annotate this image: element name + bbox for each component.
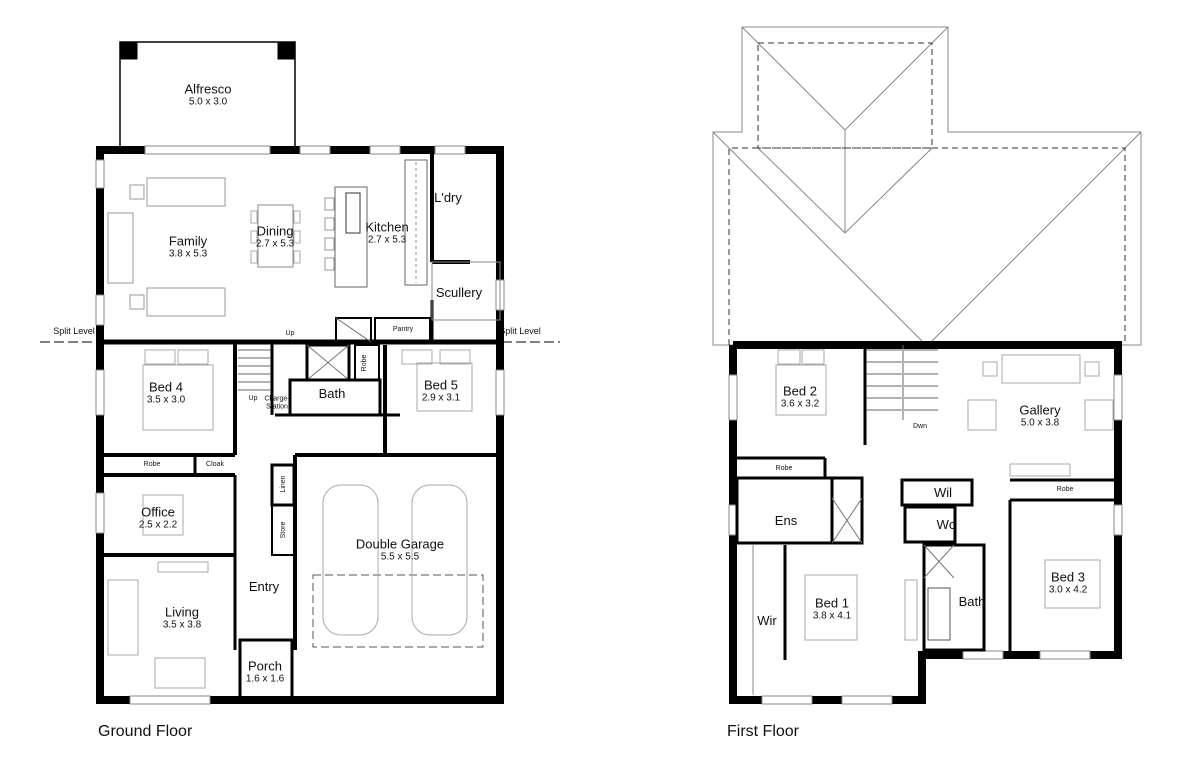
room-bed-5: Bed 5 2.9 x 3.1 <box>421 377 461 404</box>
label-store: Store <box>280 521 288 539</box>
room-wir: Wir <box>757 612 777 628</box>
room-alfresco: Alfresco 5.0 x 3.0 <box>184 81 232 108</box>
label-robe-bed2: Robe <box>775 465 793 473</box>
ground-floor-plan <box>40 41 560 705</box>
label-cloak: Cloak <box>206 461 224 469</box>
room-gallery: Gallery 5.0 x 3.8 <box>1019 402 1061 429</box>
label-stairs-up-top: Up <box>285 330 295 338</box>
label-robe-bed3: Robe <box>1056 486 1074 494</box>
room-double-garage: Double Garage 5.5 x 5.5 <box>355 536 445 563</box>
ground-floor-title: Ground Floor <box>98 723 193 740</box>
room-entry: Entry <box>248 578 280 594</box>
first-floor-plan <box>712 26 1142 705</box>
label-stairs-up: Up <box>248 395 258 403</box>
label-charge-station: Charge-Station <box>264 395 290 410</box>
room-living: Living 3.5 x 3.8 <box>162 604 202 631</box>
room-wc: Wc <box>936 516 956 532</box>
label-robe-bed4: Robe <box>143 461 161 469</box>
room-bed-4: Bed 4 3.5 x 3.0 <box>146 379 186 406</box>
room-office: Office 2.5 x 2.2 <box>138 504 178 531</box>
room-scullery: Scullery <box>435 284 483 300</box>
room-dining: Dining 2.7 x 5.3 <box>255 223 295 250</box>
room-bed-3: Bed 3 3.0 x 4.2 <box>1048 569 1088 596</box>
first-floor-title: First Floor <box>727 723 799 740</box>
label-split-level-right: Split Level <box>499 326 541 337</box>
room-kitchen: Kitchen 2.7 x 5.3 <box>365 219 409 246</box>
room-laundry: L'dry <box>434 189 462 205</box>
room-porch: Porch 1.6 x 1.6 <box>245 658 285 685</box>
room-bed-1: Bed 1 3.8 x 4.1 <box>812 595 852 622</box>
room-ens: Ens <box>774 512 798 528</box>
room-bath-ground: Bath <box>318 385 346 401</box>
label-robe-bed5: Robe <box>361 354 369 372</box>
label-split-level-left: Split Level <box>53 326 95 337</box>
label-stairs-down: Dwn <box>912 423 928 431</box>
room-bath-first: Bath <box>958 593 986 609</box>
room-wil: Wil <box>933 484 953 500</box>
label-linen: Linen <box>280 475 288 493</box>
room-bed-2: Bed 2 3.6 x 3.2 <box>780 383 820 410</box>
label-pantry: Pantry <box>392 326 414 334</box>
room-family: Family 3.8 x 5.3 <box>168 233 208 260</box>
